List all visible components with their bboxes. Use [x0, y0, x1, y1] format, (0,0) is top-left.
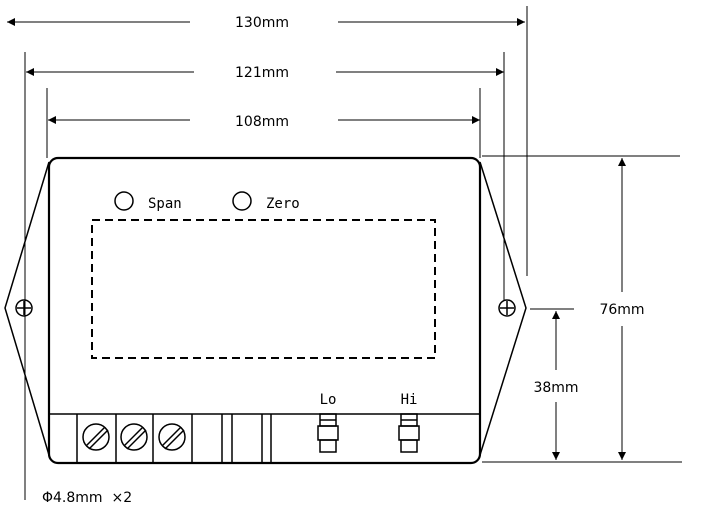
hi-port: Hi: [398, 392, 420, 453]
display-area: [91, 219, 436, 359]
span-label: Span: [148, 196, 182, 212]
hi-port-label: Hi: [401, 392, 418, 408]
lo-port: Lo: [317, 392, 339, 453]
lo-port-fitting-icon: [317, 413, 339, 453]
right-mounting-hole-icon: [498, 299, 516, 317]
left-mounting-hole-icon: [15, 299, 33, 317]
zero-led-icon: [232, 191, 252, 211]
dimension-38mm-label: 38mm: [533, 380, 578, 396]
dimension-121mm: 121mm: [26, 65, 504, 81]
dimension-130mm-label: 130mm: [235, 15, 289, 31]
enclosure-body: [47, 156, 482, 465]
dimension-76mm: 76mm: [599, 158, 645, 460]
dimension-130mm: 130mm: [7, 15, 525, 31]
zero-label: Zero: [266, 196, 300, 212]
hi-port-fitting-icon: [398, 413, 420, 453]
dimension-38mm: 38mm: [533, 311, 579, 460]
extension-lines: [24, 6, 682, 500]
dimension-121mm-label: 121mm: [235, 65, 289, 81]
zero-indicator: Zero: [232, 191, 300, 212]
span-led-icon: [114, 191, 134, 211]
right-mounting-flange: [479, 161, 527, 456]
span-indicator: Span: [114, 191, 182, 212]
terminal-screw-2-icon: [120, 423, 148, 451]
terminal-screw-1-icon: [82, 423, 110, 451]
terminal-screw-3-icon: [158, 423, 186, 451]
hole-note: Φ4.8mm ×2: [42, 490, 132, 506]
dimension-108mm: 108mm: [48, 114, 480, 130]
terminal-block: [76, 414, 272, 463]
left-mounting-flange: [4, 161, 50, 456]
dimension-76mm-label: 76mm: [599, 302, 644, 318]
lo-port-label: Lo: [320, 392, 337, 408]
dimension-108mm-label: 108mm: [235, 114, 289, 130]
